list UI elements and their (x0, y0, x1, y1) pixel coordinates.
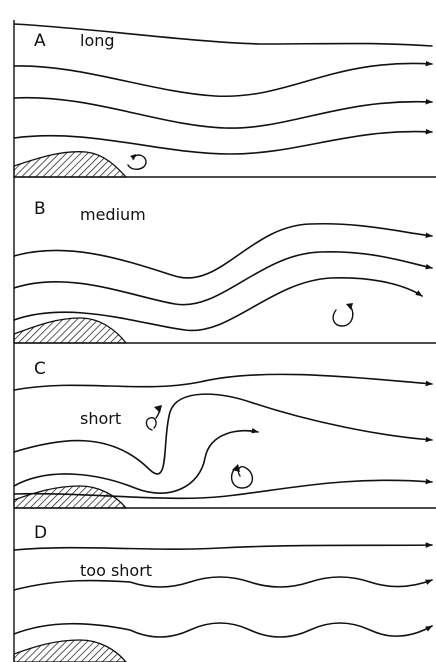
streamline-d1 (13, 542, 433, 551)
streamline-a2 (13, 60, 433, 98)
streamline-c3 (13, 427, 259, 494)
eddy-b-arrowhead (346, 303, 353, 310)
mountain-c (13, 485, 128, 509)
streamline-a4 (13, 128, 433, 155)
panel-a-label: long (80, 31, 115, 50)
eddy-c-small (145, 407, 160, 431)
panel-a-letter: A (34, 31, 46, 51)
panel-b: B medium (13, 199, 436, 344)
panel-d-label: too short (80, 561, 152, 580)
eddy-c-small-arrowhead (154, 405, 162, 413)
mountain-b (13, 317, 128, 344)
streamline-b1 (13, 222, 433, 279)
panel-d: D too short (13, 523, 433, 662)
mountain-d (13, 639, 127, 662)
streamline-d3 (13, 622, 433, 638)
streamline-d2 (13, 576, 433, 591)
eddy-c-large-arrowhead (232, 464, 240, 472)
streamline-c2 (13, 393, 433, 475)
streamline-c1 (13, 373, 433, 391)
eddy-c-large (231, 465, 253, 489)
streamline-b2 (13, 250, 433, 306)
panel-d-letter: D (34, 523, 47, 543)
panel-c-letter: C (34, 359, 46, 379)
streamline-b3 (13, 277, 423, 332)
panel-b-label: medium (80, 205, 146, 224)
mountain-a (13, 151, 128, 178)
streamline-a3 (13, 96, 433, 129)
panel-a: A long (13, 23, 436, 178)
streamline-a1 (13, 23, 433, 47)
panel-c: C short (13, 359, 436, 509)
eddy-b (332, 305, 354, 327)
eddy-a (127, 154, 147, 170)
panel-b-letter: B (34, 199, 46, 219)
panel-c-label: short (80, 409, 121, 428)
eddy-a-arrowhead (130, 154, 136, 160)
